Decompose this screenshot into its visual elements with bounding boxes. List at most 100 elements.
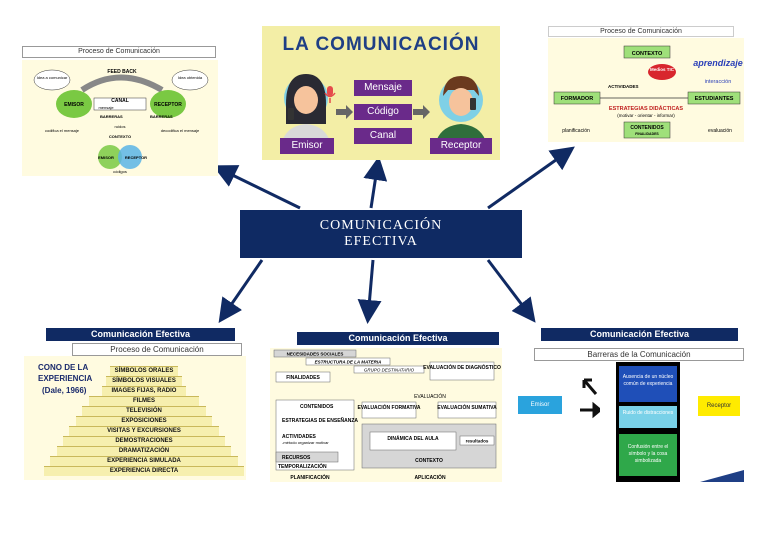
- didactic-process-diagram: CONTEXTO Medios TIC aprendizaje interacc…: [548, 38, 744, 142]
- cono-title: CONO DE LA EXPERIENCIA: [38, 363, 93, 383]
- grupo-node: GRUPO DESTINATARIO: [364, 368, 415, 373]
- aplicacion-label: APLICACIÓN: [414, 473, 446, 481]
- canal-box: Canal: [354, 128, 412, 144]
- cono-layer: EXPERIENCIA DIRECTA: [44, 466, 244, 476]
- cono-layer: EXPERIENCIA SIMULADA: [50, 456, 238, 466]
- aprendizaje-label: aprendizaje: [693, 58, 743, 68]
- barrier-2: Ruido de distracciones: [619, 406, 677, 428]
- arrow-top-left: [212, 165, 301, 210]
- barreras-label-1: BARRERAS: [100, 114, 123, 119]
- barrier-1: Ausencia de un núcleo común de experienc…: [619, 366, 677, 402]
- barriers-column: Ausencia de un núcleo común de experienc…: [616, 362, 680, 482]
- mensaje-label: mensaje: [98, 105, 114, 110]
- estrategias-label: ESTRATEGIAS DIDÁCTICAS: [609, 105, 683, 112]
- codifica-label: codifica el mensaje: [45, 128, 80, 133]
- cono-experiencia-panel: CONO DE LA EXPERIENCIA (Dale, 1966) SÍMB…: [24, 356, 246, 480]
- finalidades-label: FINALIDADES: [635, 132, 659, 136]
- cono-layer: TELEVISIÓN: [82, 406, 206, 416]
- communication-process-diagram: FEED BACK Idea a comunicar Idea obtenida…: [22, 60, 218, 176]
- panel-subtitle: Proceso de Comunicación: [548, 26, 734, 37]
- cono-layer: SÍMBOLOS ORALES: [109, 366, 179, 376]
- emisor-box: Emisor: [518, 396, 562, 414]
- contenidos-node: CONTENIDOS: [300, 404, 334, 410]
- evaluacion-label: EVALUACIÓN: [414, 393, 446, 400]
- cono-layer: FILMES: [88, 396, 200, 406]
- temporalizacion-node: TEMPORALIZACIÓN: [278, 462, 327, 470]
- arrow-right-icon: [336, 105, 353, 119]
- cono-layer: SÍMBOLOS VISUALES: [105, 376, 183, 386]
- eval-sumativa-node: EVALUACIÓN SUMATIVA: [437, 403, 497, 411]
- arrow-bottom-left: [218, 259, 264, 323]
- central-topic-line1: COMUNICACIÓN: [319, 218, 443, 233]
- necesidades-node: NECESIDADES SOCIALES: [287, 352, 344, 357]
- receptor-node: RECEPTOR: [154, 102, 182, 108]
- planning-diagram-panel: NECESIDADES SOCIALES ESTRUCTURA DE LA MA…: [270, 348, 502, 482]
- estrategias-node: ESTRATEGIAS DE ENSEÑANZA: [282, 417, 358, 424]
- formador-node: FORMADOR: [561, 96, 593, 102]
- codigo-box: Código: [354, 104, 412, 120]
- resultados-node: resultados: [466, 439, 489, 444]
- idea-comunicar-label: Idea a comunicar: [37, 75, 68, 80]
- panel-title: LA COMUNICACIÓN: [282, 34, 480, 55]
- estructura-node: ESTRUCTURA DE LA MATERIA: [315, 360, 382, 365]
- emisor-node: EMISOR: [64, 102, 84, 108]
- planificacion-label: planificación: [562, 128, 590, 134]
- cono-layer: EXPOSICIONES: [75, 416, 213, 426]
- arrow-right-icon-2: [413, 105, 430, 119]
- central-topic: COMUNICACIÓN EFECTIVA: [240, 210, 522, 258]
- contenidos-node: CONTENIDOS: [630, 125, 664, 131]
- ruido-label: ruidos: [115, 124, 126, 129]
- canal-label: CANAL: [111, 98, 129, 104]
- receptor-label: Receptor: [430, 138, 492, 154]
- estudiantes-node: ESTUDIANTES: [695, 96, 734, 102]
- estrategias-sub-label: (motivar - orientar - informar): [617, 113, 675, 118]
- eval-formativa-node: EVALUACIÓN FORMATIVA: [357, 403, 420, 411]
- recursos-node: RECURSOS: [282, 455, 311, 461]
- medios-tic-node: Medios TIC: [650, 67, 675, 72]
- arrow-bottom-right: [486, 259, 536, 323]
- panel-proceso-comunicacion-didactico: Proceso de Comunicación CONTEXTO Medios …: [548, 26, 744, 142]
- contexto-node: CONTEXTO: [415, 458, 443, 464]
- dinamica-node: DINÁMICA DEL AULA: [387, 435, 439, 442]
- emisor-venn: EMISOR: [98, 155, 114, 160]
- planning-diagram: NECESIDADES SOCIALES ESTRUCTURA DE LA MA…: [270, 348, 502, 482]
- evaluacion-label: evaluación: [708, 128, 732, 134]
- emisor-label: Emisor: [280, 138, 334, 154]
- panel-la-comunicacion: LA COMUNICACIÓN Emisor Mensaje Código Ca…: [262, 26, 500, 160]
- actividades-sub: -método organizar motivar: [282, 440, 329, 445]
- barrier-3: Confusión entre el símbolo y la cosa sim…: [619, 434, 677, 476]
- contexto-node: CONTEXTO: [632, 51, 663, 57]
- receptor-venn: RECEPTOR: [125, 155, 147, 160]
- feedback-label: FEED BACK: [107, 69, 137, 75]
- panel-subtitle: Proceso de Comunicación: [22, 46, 216, 58]
- panel-title-bottom-left: Comunicación Efectiva: [46, 328, 235, 341]
- cono-layer: VISITAS Y EXCURSIONES: [69, 426, 219, 436]
- panel-subtitle-bottom-right: Barreras de la Comunicación: [534, 348, 744, 361]
- panel-title-bottom-right: Comunicación Efectiva: [541, 328, 738, 341]
- arrow-top-center: [363, 156, 388, 209]
- interaccion-label: interacción: [705, 79, 732, 85]
- panel-subtitle-bottom-left: Proceso de Comunicación: [72, 343, 242, 356]
- arrow-bottom-center: [357, 259, 382, 324]
- cono-layer: DRAMATIZACIÓN: [56, 446, 232, 456]
- actividades-node: ACTIVIDADES: [282, 434, 317, 440]
- idea-obtenida-label: Idea obtenida: [178, 75, 203, 80]
- cono-layer: IMAGES FIJAS, RADIO: [101, 386, 187, 396]
- decorative-corner-icon: [700, 470, 744, 482]
- panel-title-bottom-center: Comunicación Efectiva: [297, 332, 499, 345]
- eval-diag-node: EVALUACIÓN DE DIAGNÓSTICO: [423, 363, 501, 371]
- decodifica-label: decodifica el mensaje: [161, 128, 200, 133]
- finalidades-node: FINALIDADES: [286, 375, 320, 381]
- barreras-label-2: BARRERAS: [150, 114, 173, 119]
- arrow-top-right: [487, 146, 575, 210]
- microphone-icon: [324, 86, 336, 103]
- central-topic-line2: EFECTIVA: [344, 234, 418, 249]
- codigos-label: códigos: [113, 169, 127, 174]
- planificacion-label: PLANIFICACIÓN: [290, 473, 330, 481]
- contexto-label: CONTEXTO: [109, 134, 131, 139]
- cono-layer: DEMOSTRACIONES: [63, 436, 225, 446]
- cono-author: (Dale, 1966): [42, 386, 87, 395]
- mensaje-box: Mensaje: [354, 80, 412, 96]
- actividades-label: ACTIVIDADES: [608, 84, 639, 89]
